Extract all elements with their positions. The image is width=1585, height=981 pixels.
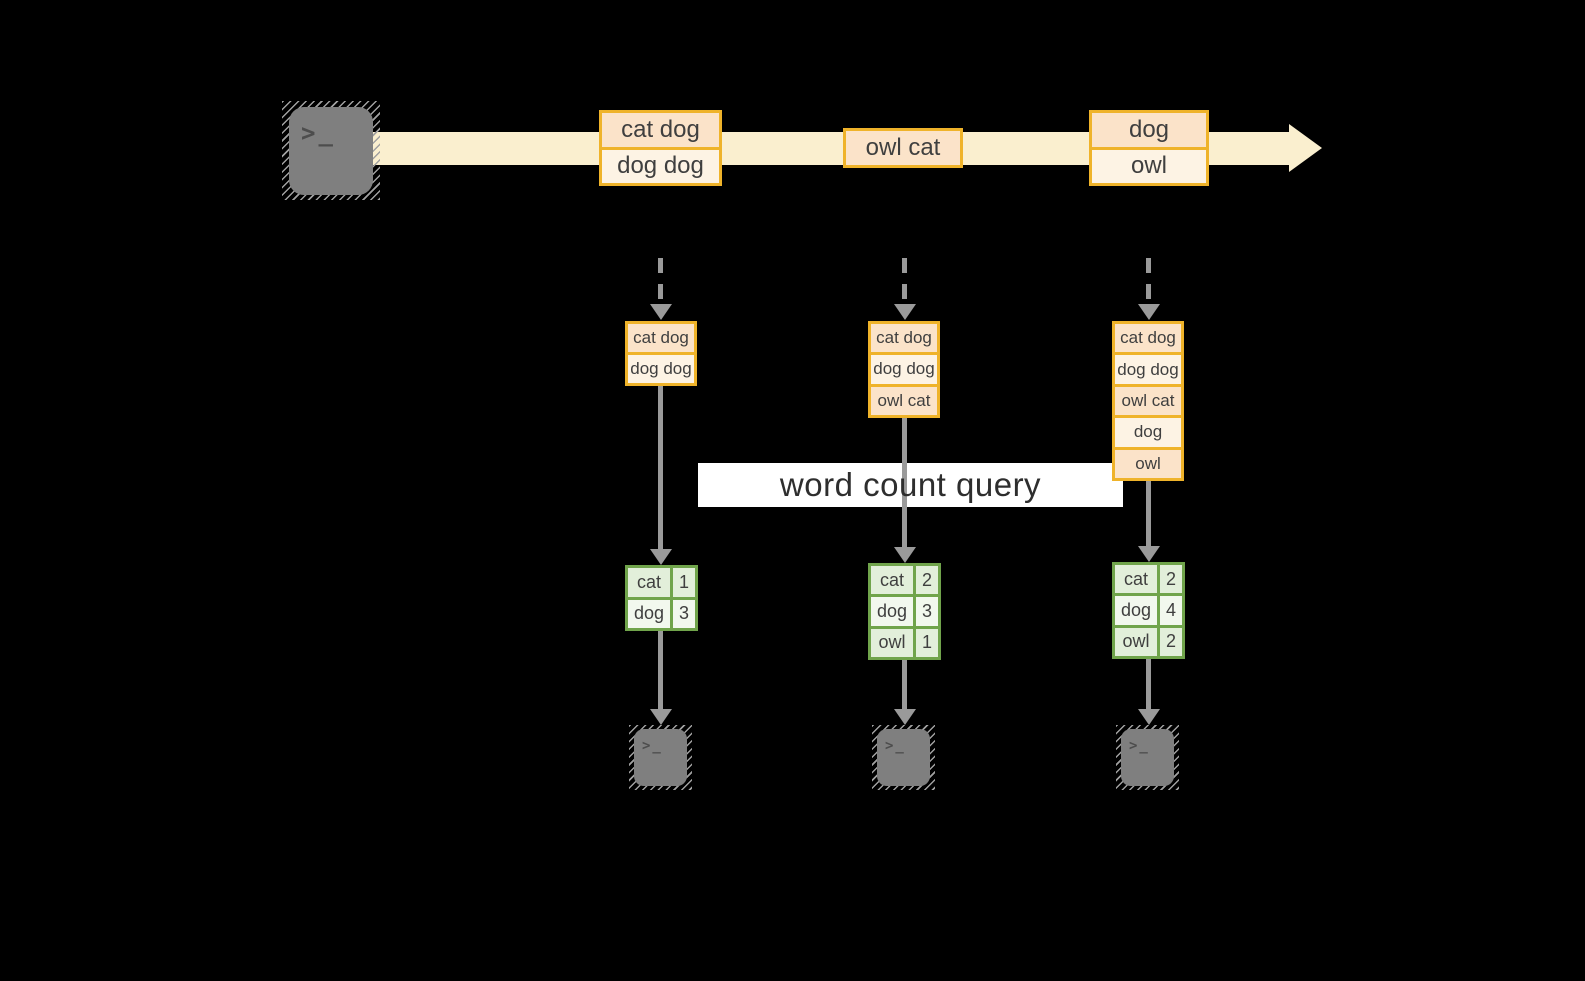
terminal-prompt-icon: >_ [642,738,663,754]
arrow-head-icon [650,709,672,725]
word-cell: dog [628,599,673,628]
dashed-arrow-head-icon [894,304,916,320]
state-stack-2: cat dog dog dog owl cat [868,321,940,418]
count-row: owl 1 [871,628,938,657]
state-row: owl [1115,449,1181,479]
event-box-1: cat dog dog dog [599,110,722,186]
count-cell: 1 [678,571,689,592]
event-line: owl [1092,149,1206,183]
terminal-prompt-icon: >_ [1129,738,1150,754]
arrow-head-icon [894,709,916,725]
stream-arrowhead-icon [1289,124,1322,172]
arrow-head-icon [1138,546,1160,562]
arrow-line [902,660,907,709]
state-row: owl cat [1115,386,1181,419]
event-box-3: dog owl [1089,110,1209,186]
state-row: dog dog [628,355,694,383]
count-cell: 2 [921,569,932,590]
count-table-1: cat 1 dog 3 [625,565,698,631]
terminal-screen: >_ [634,729,687,786]
count-cell: 3 [678,603,689,624]
sink-terminal-icon-3: >_ [1116,725,1179,790]
event-box-2: owl cat [843,128,963,168]
count-row: dog 3 [871,597,938,629]
state-row: dog [1115,418,1181,450]
word-cell: dog [1115,596,1160,625]
arrow-line [902,418,907,547]
state-row: dog dog [871,355,937,387]
terminal-prompt-icon: >_ [885,738,906,754]
dashed-arrow-line [1146,258,1151,304]
count-row: dog 3 [628,599,695,628]
count-table-3: cat 2 dog 4 owl 2 [1112,562,1185,659]
terminal-screen: >_ [877,729,930,786]
arrow-line [1146,481,1151,546]
dashed-arrow-line [658,258,663,304]
count-cell: 2 [1165,631,1176,652]
terminal-screen: >_ [1121,729,1174,786]
event-line: dog [1092,113,1206,150]
count-table-2: cat 2 dog 3 owl 1 [868,563,941,660]
state-stack-3: cat dog dog dog owl cat dog owl [1112,321,1184,481]
state-row: cat dog [871,324,937,356]
count-cell: 4 [1165,599,1176,620]
dashed-arrow-head-icon [650,304,672,320]
sink-terminal-icon-2: >_ [872,725,935,790]
count-row: cat 1 [628,568,695,600]
state-stack-1: cat dog dog dog [625,321,697,386]
word-cell: cat [871,566,916,595]
state-row: owl cat [871,386,937,415]
arrow-head-icon [650,549,672,565]
word-cell: cat [1115,565,1160,594]
event-line: cat dog [602,113,719,150]
count-cell: 1 [921,632,932,653]
count-row: dog 4 [1115,596,1182,628]
arrow-line [658,386,663,549]
query-label: word count query [779,466,1042,503]
sink-terminal-icon-1: >_ [629,725,692,790]
dashed-arrow-head-icon [1138,304,1160,320]
arrow-line [1146,659,1151,709]
word-cell: owl [1115,627,1160,656]
count-row: cat 2 [1115,565,1182,597]
state-row: cat dog [1115,324,1181,356]
count-cell: 2 [1165,568,1176,589]
state-row: dog dog [1115,355,1181,387]
count-cell: 3 [921,600,932,621]
dashed-arrow-line [902,258,907,304]
count-row: owl 2 [1115,627,1182,656]
count-row: cat 2 [871,566,938,598]
word-cell: owl [871,628,916,657]
terminal-prompt-icon: >_ [301,119,336,147]
event-line: dog dog [602,149,719,183]
arrow-head-icon [1138,709,1160,725]
query-label-band [698,463,1123,507]
terminal-screen: >_ [289,107,373,195]
arrow-line [658,631,663,709]
word-cell: dog [871,597,916,626]
event-line: owl cat [846,131,960,165]
source-terminal-icon: >_ [282,101,380,200]
word-cell: cat [628,568,673,597]
state-row: cat dog [628,324,694,355]
arrow-head-icon [894,547,916,563]
